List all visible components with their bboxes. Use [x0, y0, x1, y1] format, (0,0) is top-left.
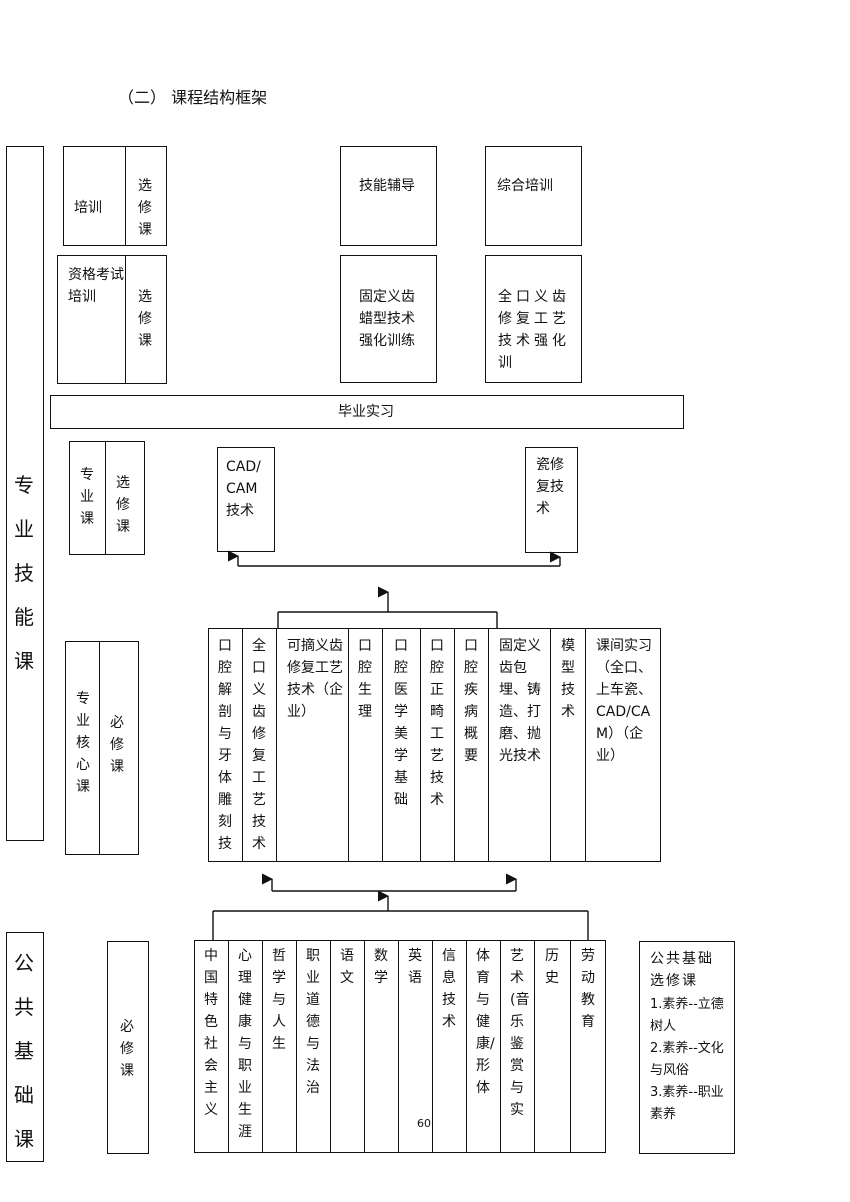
public-course-11: 历史 [534, 940, 571, 1153]
core-course-7-label: 口腔疾病概要 [464, 638, 478, 764]
core-course-8: 固定义齿包埋、铸造、打磨、抛光技术 [488, 628, 552, 862]
core-course-4-label: 口腔生理 [358, 638, 372, 720]
comprehensive-training-box: 综合培训 [485, 146, 582, 246]
public-course-8-label: 信息技术 [442, 948, 456, 1030]
core-course-5-label: 口腔医学美学基础 [394, 638, 408, 808]
public-course-3: 哲学与人生 [262, 940, 298, 1153]
full-denture-training-box: 全口义齿修复工艺技术强化训 [485, 255, 582, 383]
internship-bar: 毕业实习 [50, 395, 684, 429]
public-course-10-label: 艺术(音乐鉴赏与实 [510, 948, 530, 1118]
elective-label-1: 选修课 [138, 178, 152, 238]
wax-training-label: 固定义齿蜡型技术强化训练 [359, 289, 415, 349]
core-course-2: 全口义齿修复工艺技术 [242, 628, 278, 862]
public-course-9: 体育与健康/形体 [466, 940, 502, 1153]
full-denture-training-label: 全口义齿修复工艺技术强化训 [498, 289, 570, 371]
core-course-10-label: 课间实习（全口、上车瓷、CAD/CAM）（企业） [596, 638, 652, 764]
category-professional-skills: 专业技能课 [6, 146, 44, 841]
public-course-12-label: 劳动教育 [581, 948, 595, 1030]
public-course-6: 数学 [364, 940, 400, 1153]
specialty-elective-label: 选修课 [116, 475, 130, 535]
public-course-3-label: 哲学与人生 [272, 948, 286, 1052]
cad-cam-box: CAD/CAM技术 [217, 447, 275, 552]
training-label: 培训 [74, 200, 102, 216]
public-course-4: 职业道德与法治 [296, 940, 332, 1153]
specialty-elective-box: 选修课 [105, 441, 145, 555]
internship-label: 毕业实习 [338, 404, 394, 420]
core-course-6-label: 口腔正畸工艺技术 [430, 638, 444, 808]
comprehensive-training-label: 综合培训 [497, 178, 553, 194]
public-elective-item-3: 3.素养--职业素养 [650, 1085, 724, 1122]
elective-box-1: 选修课 [125, 146, 167, 246]
skill-guidance-box: 技能辅导 [340, 146, 437, 246]
porcelain-box: 瓷修复技术 [525, 447, 578, 553]
specialty-course-box: 专业课 [69, 441, 107, 555]
page-heading: （二） 课程结构框架 [118, 88, 268, 107]
public-elective-title: 公共基础选修课 [650, 951, 714, 989]
core-course-2-label: 全口义齿修复工艺技术 [252, 638, 266, 852]
public-elective-box: 公共基础选修课 1.素养--立德树人 2.素养--文化与风俗 3.素养--职业素… [639, 941, 735, 1154]
public-course-7-label: 英语 [408, 948, 422, 986]
wax-training-box: 固定义齿蜡型技术强化训练 [340, 255, 437, 383]
public-course-1: 中国特色社会主义 [194, 940, 230, 1153]
public-course-8: 信息技术 [432, 940, 468, 1153]
public-course-4-label: 职业道德与法治 [306, 948, 320, 1096]
skill-guidance-label: 技能辅导 [359, 178, 415, 194]
public-course-10: 艺术(音乐鉴赏与实 [500, 940, 536, 1153]
category-professional-label: 专业技能课 [14, 473, 34, 673]
qualification-training-box: 资格考试培训 [57, 255, 127, 384]
core-course-10: 课间实习（全口、上车瓷、CAD/CAM）（企业） [585, 628, 661, 862]
core-course-9-label: 模型技术 [561, 638, 575, 720]
elective-label-2: 选修课 [138, 289, 152, 349]
category-public-basic: 公共基础课 [6, 932, 44, 1162]
public-elective-item-1: 1.素养--立德树人 [650, 997, 724, 1034]
core-required-label: 必修课 [110, 715, 124, 775]
public-course-6-label: 数学 [374, 948, 388, 986]
public-course-11-label: 历史 [545, 948, 559, 986]
core-course-3-label: 可摘义齿修复工艺技术（企业） [287, 638, 343, 720]
public-course-1-label: 中国特色社会主义 [204, 948, 218, 1118]
public-course-5-label: 语文 [340, 948, 354, 986]
core-course-1-label: 口腔解剖与牙体雕刻技 [218, 638, 232, 852]
core-required-box: 必修课 [99, 641, 139, 855]
public-required-label: 必修课 [120, 1019, 134, 1079]
public-required-box: 必修课 [107, 941, 149, 1154]
qualification-training-label: 资格考试培训 [68, 267, 124, 305]
cad-cam-label: CAD/CAM技术 [226, 459, 261, 519]
public-course-2: 心理健康与职业生涯 [228, 940, 264, 1153]
core-course-8-label: 固定义齿包埋、铸造、打磨、抛光技术 [499, 638, 541, 764]
porcelain-label: 瓷修复技术 [536, 457, 564, 517]
page-number: 60 [417, 1117, 431, 1130]
public-course-9-label: 体育与健康/形体 [476, 948, 495, 1096]
public-course-2-label: 心理健康与职业生涯 [238, 948, 252, 1140]
public-course-5: 语文 [330, 940, 366, 1153]
core-course-1: 口腔解剖与牙体雕刻技 [208, 628, 244, 862]
core-course-label: 专业核心课 [76, 691, 90, 795]
elective-box-2: 选修课 [125, 255, 167, 384]
public-elective-item-2: 2.素养--文化与风俗 [650, 1041, 724, 1078]
public-course-12: 劳动教育 [570, 940, 606, 1153]
category-public-label: 公共基础课 [14, 951, 34, 1151]
specialty-course-label: 专业课 [80, 467, 94, 527]
